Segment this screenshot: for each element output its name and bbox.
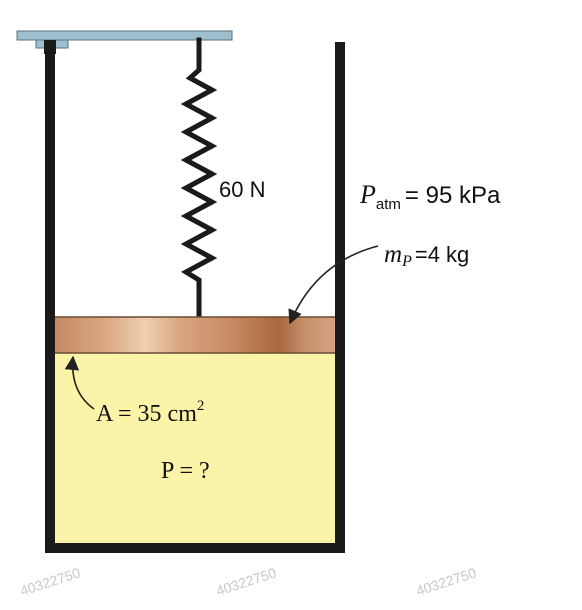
atm-value: = 95 kPa — [405, 182, 501, 209]
spring — [180, 37, 218, 320]
area-superscript: 2 — [197, 398, 205, 414]
atmospheric-pressure-label: Patm= 95 kPa — [359, 180, 501, 213]
mass-value: =4 kg — [415, 242, 469, 267]
piston — [55, 317, 335, 353]
mass-subscript: P — [401, 253, 412, 270]
area-label: A = 35 cm2 — [96, 398, 204, 427]
atm-symbol: P — [359, 180, 376, 209]
watermark: 40322750 — [214, 564, 278, 599]
area-text: A = 35 cm — [96, 401, 197, 427]
cylinder-left-wall — [45, 40, 55, 553]
cylinder-right-wall — [335, 42, 345, 553]
spring-force-label: 60 N — [219, 177, 265, 202]
top-bracket — [16, 30, 233, 54]
piston-mass-label: mP=4 kg — [384, 241, 469, 270]
cylinder-bottom — [45, 543, 345, 553]
area-pointer-arrow — [64, 355, 95, 410]
atm-subscript: atm — [376, 196, 401, 213]
pressure-label: P = ? — [161, 458, 210, 484]
watermark: 40322750 — [414, 564, 478, 599]
mass-pointer-arrow — [288, 245, 379, 325]
gas-region — [55, 353, 335, 543]
watermark: 40322750 — [18, 564, 82, 599]
mass-symbol: m — [384, 241, 402, 268]
